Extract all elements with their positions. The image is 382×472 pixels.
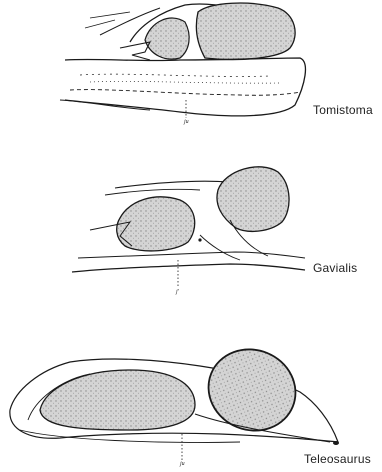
antorbital-fenestra [145,18,189,59]
panel-tomistoma: Tomistoma ju [0,0,382,140]
species-label: Tomistoma [313,103,373,117]
gavialis-skull-drawing [0,160,382,310]
supratemporal-fenestra [217,167,289,232]
tomistoma-skull-drawing [0,0,382,140]
orbit-fenestra [196,336,308,443]
teleosaurus-skull-drawing [0,330,382,472]
panel-gavialis: Gavialis j' [0,160,382,310]
antorbital-fenestra [40,370,195,430]
jugal-label: ju [184,119,189,125]
jugal-label: j' [176,289,179,295]
species-label: Teleosaurus [304,452,371,466]
orbit-fenestra [196,3,295,59]
species-label: Gavialis [313,261,357,275]
panel-teleosaurus: Teleosaurus ju [0,330,382,472]
jugal-label: ju [180,461,185,467]
